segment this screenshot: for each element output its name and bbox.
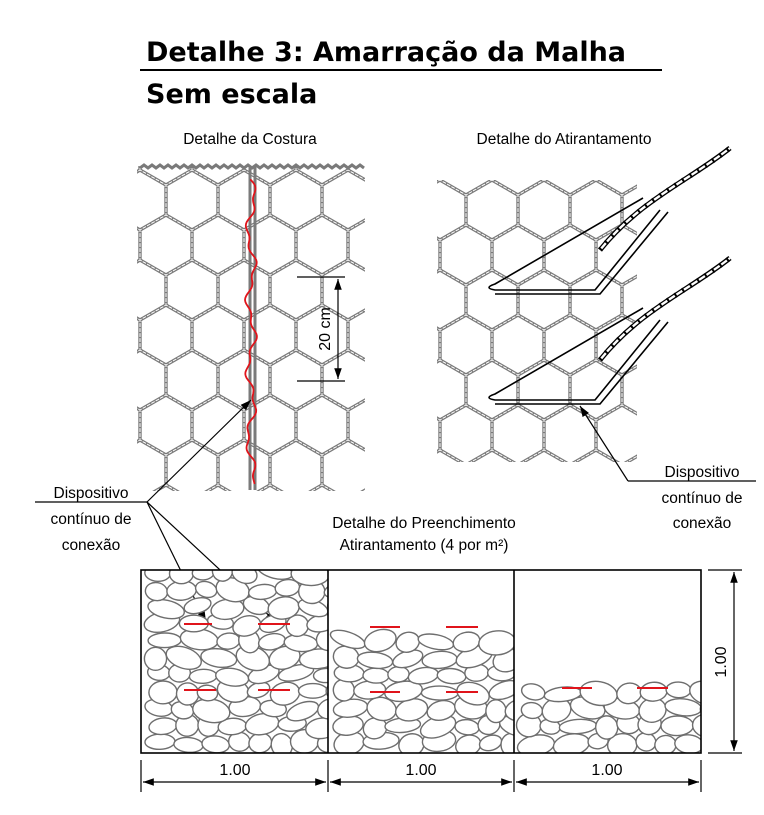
width-label-3: 1.00 [591,762,622,779]
seam-device-label-line1: Dispositivo [54,485,129,502]
fill-stones [143,570,701,753]
width-dimensions [140,760,702,792]
fill-box-outline [140,569,702,754]
seam-detail-title: Detalhe da Costura [183,131,317,148]
fill-tie-marks [184,623,668,693]
tie-detail-title: Detalhe do Atirantamento [477,131,652,148]
width-label-1: 1.00 [219,762,250,779]
fill-boxes [140,569,702,754]
width-label-2: 1.00 [405,762,436,779]
seam-device-label-line2: contínuo de [50,511,131,528]
selvedge-wire [139,163,365,170]
seam-device-label: Dispositivo contínuo de conexão [35,485,147,554]
fill-detail-title-line1: Detalhe do Preenchimento [332,515,516,532]
seam-post [248,166,257,490]
tie-device-label-line3: conexão [673,515,732,532]
seam-device-label-line3: conexão [62,537,121,554]
height-dimension [708,569,742,754]
tie-device-label-line1: Dispositivo [665,464,740,481]
main-title: Detalhe 3: Amarração da Malha [146,37,626,68]
tie-device-label: Dispositivo contínuo de conexão [579,405,756,532]
spacing-label: 20 cm [317,307,334,351]
tie-device-leader [579,405,629,482]
fill-detail-title-line2: Atirantamento (4 por m²) [340,537,509,554]
tie-device-label-line2: contínuo de [661,490,742,507]
spacing-dimension: 20 cm [297,276,345,382]
seam-mesh [137,166,365,491]
seam-red-wire [244,179,258,485]
tie-rods [488,146,732,405]
tie-mesh [437,180,637,462]
subtitle: Sem escala [146,79,317,110]
height-label: 1.00 [713,646,730,677]
